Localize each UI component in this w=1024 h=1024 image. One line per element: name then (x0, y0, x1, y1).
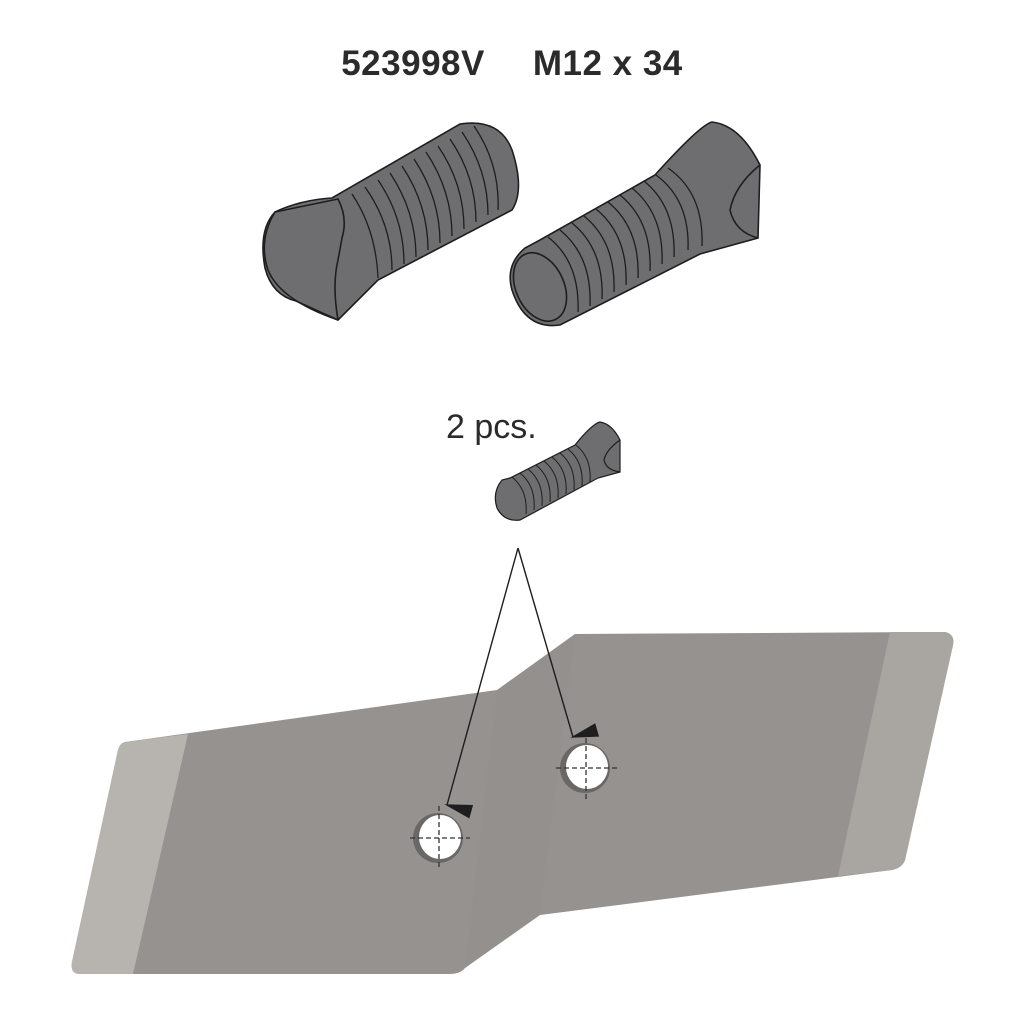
quantity-label: 2 pcs. (446, 408, 537, 446)
mounting-hole-right (556, 738, 618, 800)
bolt-icon (262, 122, 520, 321)
part-number: 523998V (341, 44, 485, 83)
mounting-hole-left (410, 806, 470, 868)
part-title: 523998V M12 x 34 (0, 44, 1024, 84)
small-bolt-icon (494, 421, 621, 521)
blade-icon (71, 632, 954, 974)
callout-arrows (444, 547, 600, 819)
bolt-size: M12 x 34 (532, 44, 683, 83)
bolt-icon (509, 121, 761, 327)
